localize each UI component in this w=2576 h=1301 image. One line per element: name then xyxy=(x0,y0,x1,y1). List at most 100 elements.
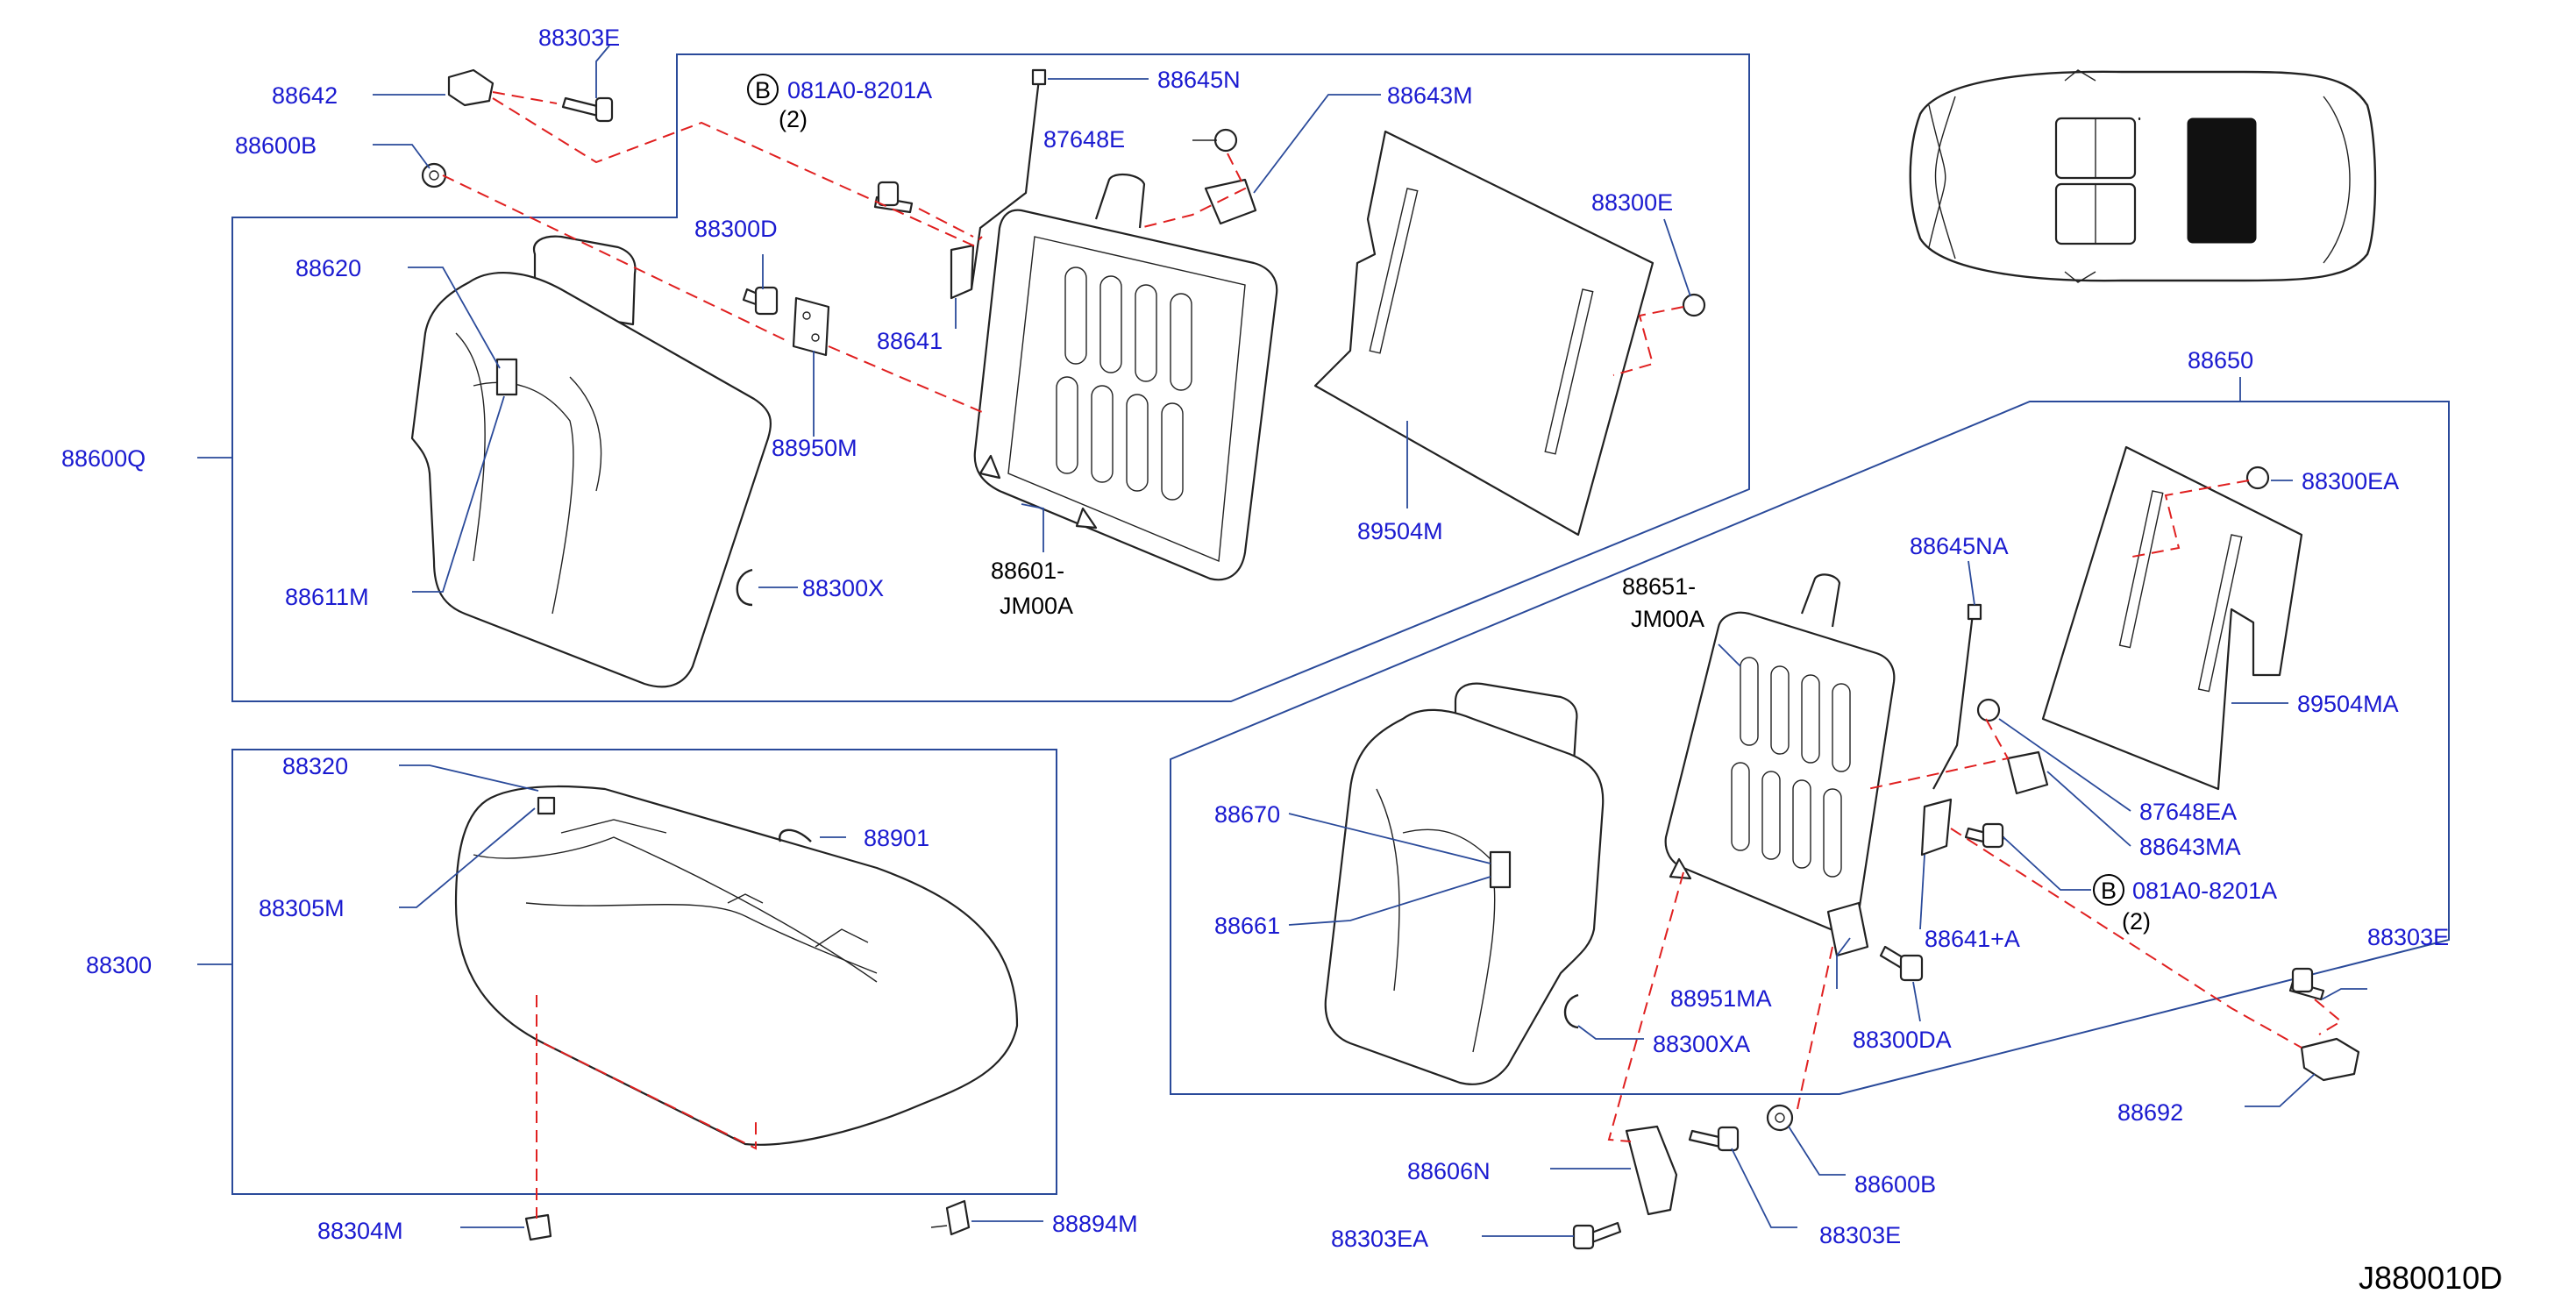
hinge-88692 xyxy=(2300,1037,2360,1082)
label-081A0-top: 081A0-8201A xyxy=(787,77,932,103)
dash-r2 xyxy=(1867,718,2010,790)
clip-87648E xyxy=(1192,128,1238,153)
label-89504MA: 89504MA xyxy=(2297,691,2399,717)
nut-88600B-top xyxy=(421,162,447,188)
label-88303E-top: 88303E xyxy=(538,25,620,51)
dash-r3 xyxy=(1950,828,2302,1049)
label-88650: 88650 xyxy=(2188,347,2253,373)
label-88692: 88692 xyxy=(2117,1099,2183,1126)
label-88300: 88300 xyxy=(86,952,152,978)
pin-88300E xyxy=(1682,293,1706,317)
hinge-88606N xyxy=(1625,1125,1678,1216)
clip-88304M xyxy=(524,1213,552,1241)
latch-88643M xyxy=(1204,178,1257,225)
rod-88645NA xyxy=(1932,603,1982,790)
label-88300DA: 88300DA xyxy=(1853,1027,1952,1053)
nut-88600B-bot xyxy=(1766,1104,1794,1132)
bolt-081A0-bot xyxy=(1964,822,2005,849)
dash-7 xyxy=(1612,306,1684,376)
label-88641A: 88641+A xyxy=(1925,926,2020,952)
seatback-frame-left xyxy=(973,173,1278,581)
bolt-081A0-top xyxy=(873,181,914,214)
bolt-88300DA xyxy=(1879,945,1924,982)
label-88303E-bot: 88303E xyxy=(1819,1222,1901,1248)
label-88320: 88320 xyxy=(282,753,348,779)
label-88600Q: 88600Q xyxy=(61,445,146,472)
cushion-frame xyxy=(231,749,1057,1195)
label-88894M: 88894M xyxy=(1052,1211,1138,1237)
latch-88643MA xyxy=(2006,750,2049,795)
label-88643M: 88643M xyxy=(1387,82,1473,109)
label-88641: 88641 xyxy=(877,328,943,354)
label-88620: 88620 xyxy=(295,255,361,281)
label-081A0-bot: 081A0-8201A xyxy=(2132,878,2277,904)
label-88606N: 88606N xyxy=(1407,1158,1491,1184)
label-081A0-bot-qty: (2) xyxy=(2122,908,2151,935)
label-88611M: 88611M xyxy=(285,584,369,610)
bolt-88303E-bot xyxy=(1688,1126,1740,1152)
label-88651-line2: JM00A xyxy=(1631,606,1704,632)
dash-r1 xyxy=(2131,480,2250,558)
bolt-88300D xyxy=(742,286,779,316)
striker-88641 xyxy=(950,244,975,300)
callout-circle-top xyxy=(747,74,779,105)
car-overview-icon xyxy=(1909,69,2377,283)
sunroof-panel xyxy=(2187,117,2257,244)
label-88300EA: 88300EA xyxy=(2302,468,2399,494)
clip-88894M xyxy=(930,1199,971,1236)
bolt-88303E-right xyxy=(2288,967,2325,1001)
label-88600B-top: 88600B xyxy=(235,132,317,159)
label-88303E-right: 88303E xyxy=(2367,924,2449,950)
dash-5 xyxy=(918,208,974,238)
callout-circle-bot xyxy=(2093,874,2124,906)
bracket-88951MA xyxy=(1826,901,1869,957)
label-88901: 88901 xyxy=(864,825,929,851)
ring-88901 xyxy=(779,828,812,842)
callout-letter-top: B xyxy=(755,77,771,103)
label-88300X: 88300X xyxy=(802,575,884,601)
label-88300E: 88300E xyxy=(1591,189,1673,216)
seatback-assembly-right xyxy=(1324,682,1605,1085)
label-88645NA: 88645NA xyxy=(1910,533,2009,559)
pin-88300EA xyxy=(2245,466,2270,490)
label-88645N: 88645N xyxy=(1157,67,1241,93)
dash-r4 xyxy=(2314,999,2343,1035)
label-88305M: 88305M xyxy=(259,895,345,921)
bracket-88950M xyxy=(792,296,830,357)
dash-2 xyxy=(492,97,983,247)
label-87648EA: 87648EA xyxy=(2139,799,2237,825)
label-88951MA: 88951MA xyxy=(1670,985,1772,1012)
label-88643MA: 88643MA xyxy=(2139,834,2241,860)
back-board-right xyxy=(2041,445,2303,791)
label-88303EA: 88303EA xyxy=(1331,1226,1428,1252)
label-89504M: 89504M xyxy=(1357,518,1443,544)
label-88670: 88670 xyxy=(1214,801,1280,828)
dash-r6 xyxy=(1797,946,1833,1110)
ring-88300X xyxy=(736,568,753,607)
back-board-left xyxy=(1313,130,1654,537)
label-87648E: 87648E xyxy=(1043,126,1125,153)
label-081A0-top-qty: (2) xyxy=(779,106,808,132)
right-frame xyxy=(1170,401,2450,1095)
striker-88641A xyxy=(1920,798,1953,857)
leader-lines xyxy=(197,45,2367,1237)
label-88661: 88661 xyxy=(1214,913,1280,939)
bolt-88303E-top xyxy=(561,96,614,123)
label-88950M: 88950M xyxy=(772,435,857,461)
seat-cushion xyxy=(454,785,1019,1146)
label-88651-line1: 88651- xyxy=(1622,573,1696,600)
label-88600B-bot: 88600B xyxy=(1854,1171,1936,1198)
dash-r5 xyxy=(1607,871,1684,1142)
label-88304M: 88304M xyxy=(317,1218,403,1244)
label-88601-line1: 88601- xyxy=(991,558,1064,584)
clip-87648EA xyxy=(1976,698,2001,722)
label-88300D: 88300D xyxy=(694,216,778,242)
seatback-assembly-left xyxy=(410,235,772,688)
label-88601-line2: JM00A xyxy=(1000,593,1073,619)
bolt-88303EA xyxy=(1572,1221,1622,1250)
upper-left-frame xyxy=(231,53,1750,702)
dash-3 xyxy=(442,174,790,343)
diagram-code: J880010D xyxy=(2359,1260,2502,1296)
ring-88300XA xyxy=(1563,993,1579,1029)
